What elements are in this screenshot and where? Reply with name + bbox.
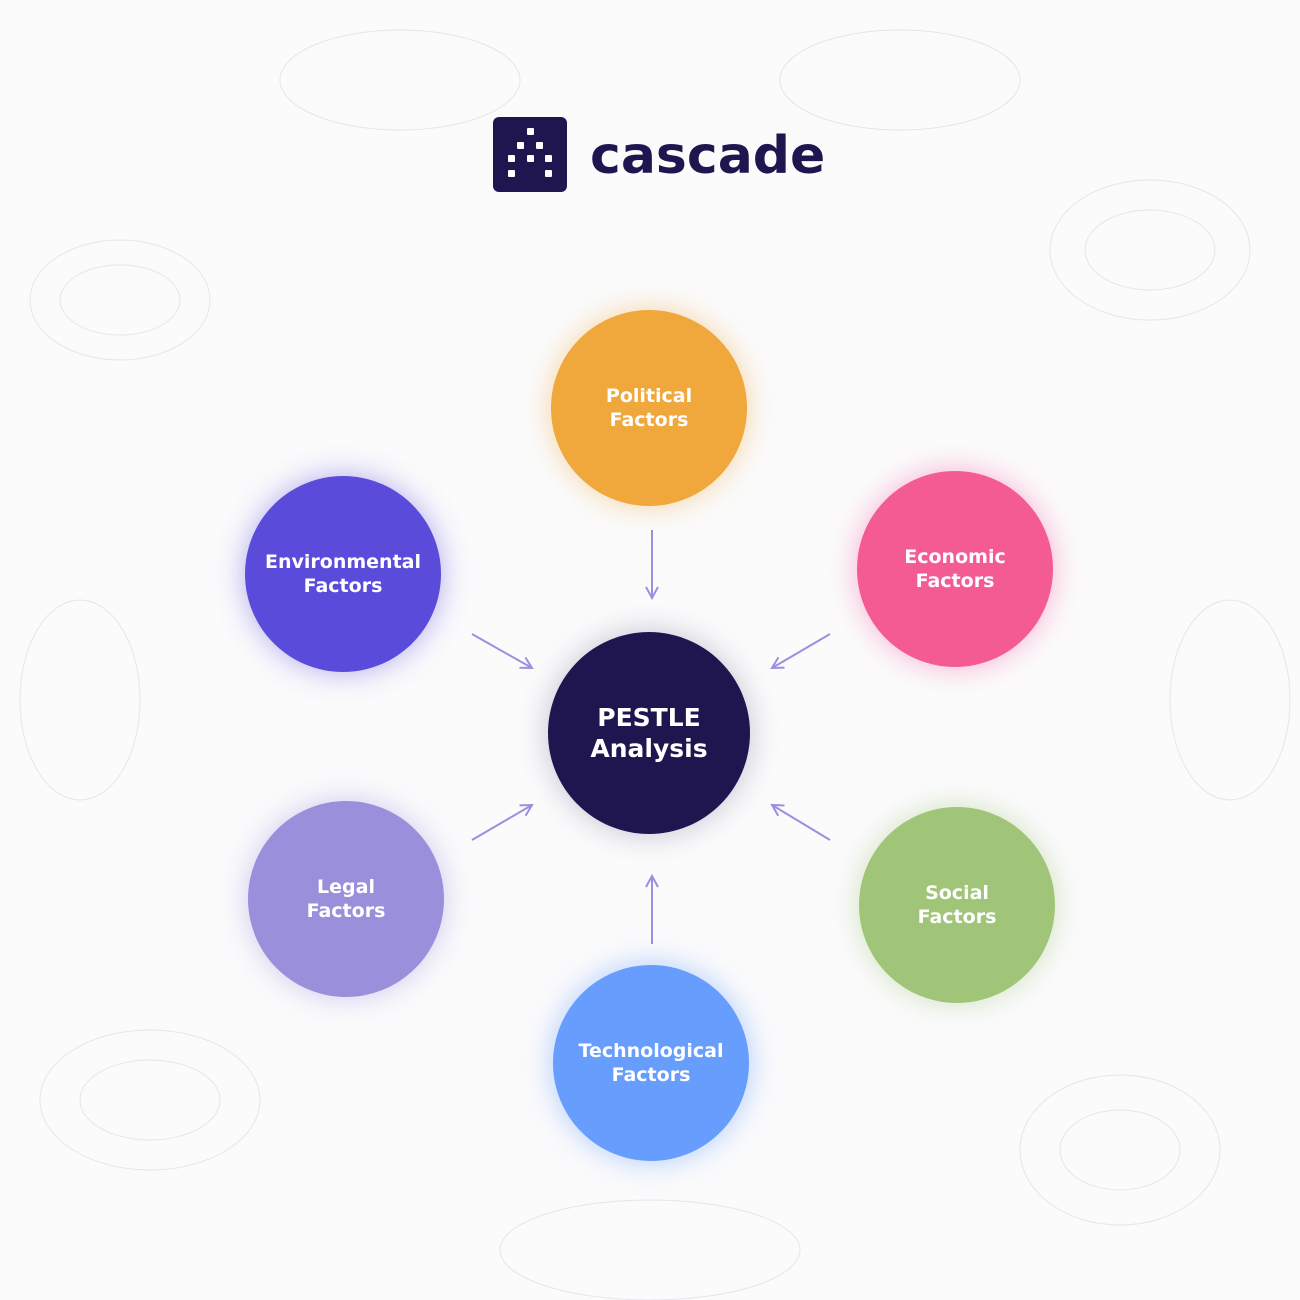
arrow-legal (471, 805, 532, 841)
node-label: Social (925, 882, 989, 904)
node-label: Political (605, 385, 693, 407)
node-label: Environmental (265, 551, 421, 573)
node-label: Factors (915, 570, 995, 592)
node-label: Factors (609, 409, 689, 431)
node-label: PESTLE (597, 703, 701, 732)
node-label: Factors (306, 900, 386, 922)
political-factors-node: Political Factors (551, 310, 747, 506)
legal-factors-node: Legal Factors (248, 801, 444, 997)
node-label: Factors (611, 1064, 691, 1086)
arrow-economic (772, 633, 831, 668)
node-label: Analysis (590, 734, 708, 763)
node-label: Economic (904, 546, 1006, 568)
node-label: Legal (317, 876, 375, 898)
logo-icon (493, 117, 567, 192)
environmental-factors-node: Environmental Factors (245, 476, 441, 672)
node-label: Factors (917, 906, 997, 928)
node-label: Factors (303, 575, 383, 597)
brand-name: cascade (590, 126, 826, 186)
social-factors-node: Social Factors (859, 807, 1055, 1003)
economic-factors-node: Economic Factors (857, 471, 1053, 667)
pestle-analysis-node: PESTLE Analysis (548, 632, 750, 834)
arrow-social (772, 805, 831, 841)
node-label: Technological (578, 1040, 724, 1062)
arrow-environmental (471, 633, 532, 668)
technological-factors-node: Technological Factors (553, 965, 749, 1161)
